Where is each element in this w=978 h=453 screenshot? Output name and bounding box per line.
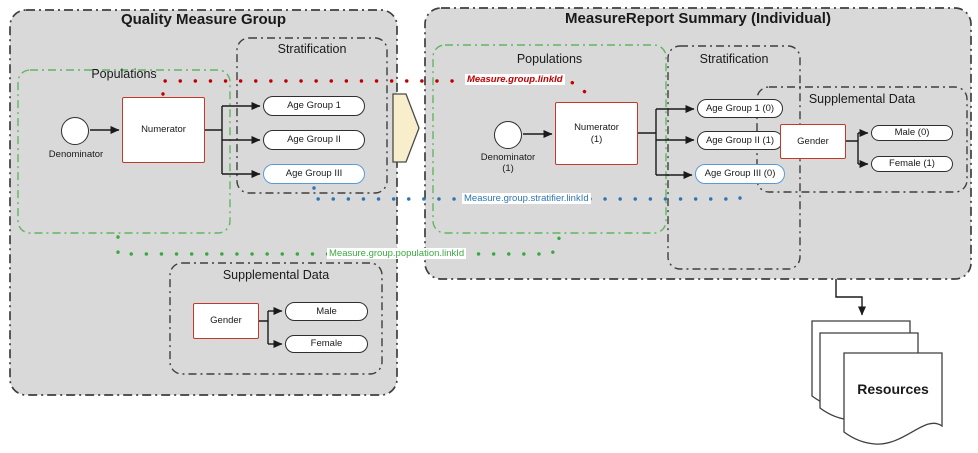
left-gender-node: Gender (193, 303, 259, 339)
left-female-label: Female (310, 338, 343, 350)
left-numerator-label: Numerator (141, 124, 186, 136)
right-female-label: Female (1) (889, 158, 935, 170)
resources-label: Resources (857, 381, 929, 397)
left-populations-box (17, 69, 231, 234)
measurereport-summary-title: MeasureReport Summary (Individual) (565, 10, 831, 27)
right-age-group-2-label: Age Group II (1) (705, 134, 775, 146)
right-female-node: Female (1) (871, 156, 953, 172)
left-stratification-box (236, 37, 388, 194)
left-male-node: Male (285, 302, 368, 321)
right-numerator-node: Numerator (1) (555, 102, 638, 165)
left-age-group-1-label: Age Group 1 (287, 100, 341, 112)
left-denominator-circle (61, 117, 89, 145)
left-age-group-2-label: Age Group II (287, 134, 341, 146)
left-denominator-label: Denominator (48, 149, 104, 160)
stratifier-linkid-label: Measure.group.stratifier.linkId (462, 193, 591, 205)
right-denominator-circle (494, 121, 522, 149)
left-gender-label: Gender (210, 315, 242, 327)
left-numerator-node: Numerator (122, 97, 205, 163)
left-stratification-label: Stratification (277, 42, 347, 56)
right-numerator-count: (1) (590, 133, 603, 145)
right-age-group-1-label: Age Group 1 (0) (705, 102, 775, 114)
left-female-node: Female (285, 335, 368, 353)
right-age-group-3-node: Age Group III (0) (695, 164, 785, 184)
left-age-group-1-node: Age Group 1 (263, 96, 365, 116)
population-linkid-label: Measure.group.population.linkId (327, 248, 467, 260)
left-male-label: Male (316, 305, 337, 317)
left-populations-label: Populations (91, 67, 157, 81)
right-denominator-count: (1) (502, 163, 514, 175)
right-denominator-text: Denominator (480, 152, 536, 163)
right-male-label: Male (0) (894, 127, 930, 139)
right-numerator-label: Numerator (574, 122, 619, 134)
right-age-group-1-node: Age Group 1 (0) (697, 99, 783, 118)
quality-measure-group-title: Quality Measure Group (120, 11, 287, 28)
right-age-group-2-node: Age Group II (1) (697, 131, 783, 150)
left-age-group-3-node: Age Group III (263, 164, 365, 184)
left-supplemental-box (169, 262, 383, 375)
right-stratification-box (667, 45, 801, 270)
right-populations-label: Populations (516, 52, 583, 66)
right-supplemental-label: Supplemental Data (808, 92, 916, 106)
transform-arrow (392, 93, 420, 163)
left-supplemental-label: Supplemental Data (222, 268, 330, 282)
right-male-node: Male (0) (871, 125, 953, 141)
resource-document-front (843, 352, 943, 445)
right-denominator-label: Denominator (1) (470, 152, 546, 175)
left-gender-fanout-trunk (259, 311, 269, 344)
right-supplemental-box (756, 86, 968, 193)
right-populations-box (432, 44, 667, 234)
right-gender-label: Gender (797, 135, 829, 147)
right-numerator-fanout-trunk (638, 109, 657, 175)
summary-to-resources-arrow (835, 279, 866, 316)
left-age-group-3-label: Age Group III (285, 168, 343, 180)
left-age-group-2-node: Age Group II (263, 130, 365, 150)
right-gender-fanout-trunk (846, 133, 859, 164)
right-age-group-3-label: Age Group III (0) (704, 168, 776, 180)
right-gender-node: Gender (780, 124, 846, 159)
group-linkid-label: Measure.group.linkId (465, 74, 565, 86)
right-stratification-label: Stratification (699, 52, 769, 66)
